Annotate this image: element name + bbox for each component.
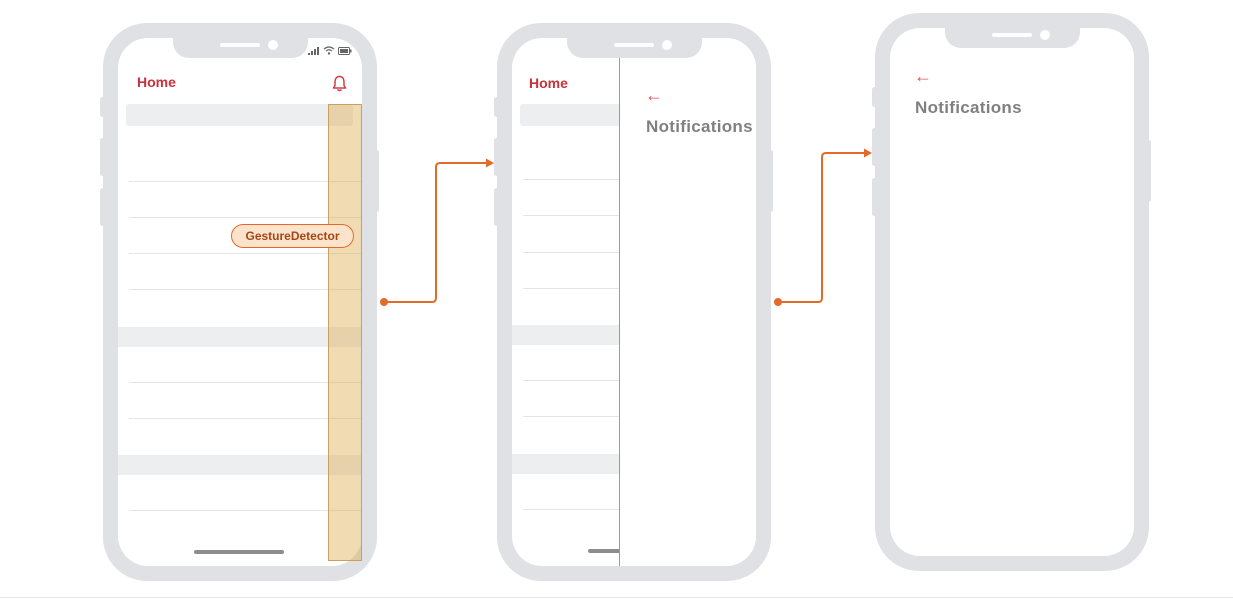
phone3-volume-button bbox=[872, 178, 877, 216]
list-divider bbox=[129, 253, 362, 254]
list-divider bbox=[129, 418, 362, 419]
back-arrow-icon[interactable]: ← bbox=[645, 85, 663, 105]
section-header bbox=[512, 325, 632, 345]
phone3-volume-button bbox=[872, 128, 877, 166]
phone1-volume-button bbox=[100, 97, 105, 117]
list-divider bbox=[523, 380, 623, 381]
gesture-detector-area[interactable] bbox=[328, 104, 362, 561]
phone2-frame: Home ← Notifications bbox=[497, 23, 771, 581]
wifi-icon bbox=[323, 46, 335, 55]
list-divider bbox=[523, 179, 623, 180]
search-bar[interactable] bbox=[126, 104, 353, 126]
signal-icon bbox=[308, 47, 319, 55]
list-divider bbox=[523, 252, 623, 253]
phone1-screen: Home bbox=[118, 38, 362, 566]
page-title: Home bbox=[137, 74, 176, 90]
phone2-volume-button bbox=[494, 138, 499, 176]
list-divider bbox=[129, 181, 362, 182]
flow-arrow-1 bbox=[380, 158, 494, 306]
list-divider bbox=[523, 215, 623, 216]
list-divider bbox=[129, 382, 362, 383]
phone2-notch bbox=[567, 38, 702, 58]
phone3-screen: ← Notifications bbox=[890, 28, 1134, 556]
gesture-detector-label: GestureDetector bbox=[231, 224, 354, 248]
phone1-frame: Home bbox=[103, 23, 377, 581]
phone2-speaker bbox=[614, 43, 654, 47]
notifications-title: Notifications bbox=[915, 98, 1022, 117]
phone3-frame: ← Notifications bbox=[875, 13, 1149, 571]
page-title: Home bbox=[529, 75, 568, 91]
section-header bbox=[118, 327, 362, 347]
bottom-divider bbox=[0, 597, 1233, 598]
bell-icon[interactable] bbox=[332, 75, 347, 92]
battery-icon bbox=[338, 47, 352, 55]
notifications-page-sliding: ← Notifications bbox=[619, 38, 756, 566]
phone1-speaker bbox=[220, 43, 260, 47]
back-arrow-icon[interactable]: ← bbox=[914, 66, 932, 86]
phone3-camera bbox=[1040, 30, 1050, 40]
phone3-volume-button bbox=[872, 87, 877, 107]
search-bar bbox=[520, 104, 630, 126]
list-divider bbox=[129, 289, 362, 290]
phone2-volume-button bbox=[494, 97, 499, 117]
phone1-notch bbox=[173, 38, 308, 58]
phone1-volume-button bbox=[100, 188, 105, 226]
list-divider bbox=[523, 288, 623, 289]
section-header bbox=[512, 454, 632, 474]
list-divider bbox=[129, 217, 362, 218]
phone2-volume-button bbox=[494, 188, 499, 226]
flow-arrow-2 bbox=[774, 148, 872, 306]
section-header bbox=[118, 455, 362, 475]
notifications-title: Notifications bbox=[646, 117, 753, 136]
phone2-camera bbox=[662, 40, 672, 50]
phone3-notch bbox=[945, 28, 1080, 48]
list-divider bbox=[129, 510, 362, 511]
list-divider bbox=[523, 509, 623, 510]
home-indicator bbox=[194, 550, 284, 554]
phone1-camera bbox=[268, 40, 278, 50]
phone1-volume-button bbox=[100, 138, 105, 176]
list-divider bbox=[523, 416, 623, 417]
phone2-screen: Home ← Notifications bbox=[512, 38, 756, 566]
phone3-speaker bbox=[992, 33, 1032, 37]
